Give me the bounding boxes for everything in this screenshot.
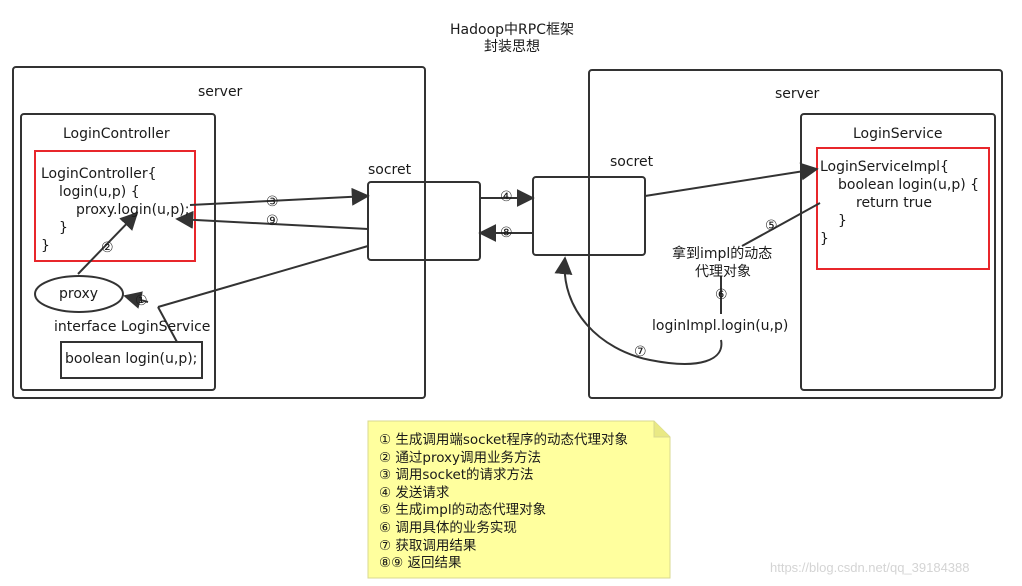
step-8-marker: ⑧ [500,225,513,241]
controller-code-box [34,150,196,262]
login-service-box [800,113,996,391]
arrow-7 [554,256,723,365]
step-9-marker: ⑨ [266,213,279,229]
login-controller-box [20,113,216,391]
impl-call-text: loginImpl.login(u,p) [652,318,789,334]
legend-item: ⑧⑨ 返回结果 [379,555,462,572]
login-service-label: LoginService [853,126,943,142]
arrow-5 [741,202,821,247]
legend-item: ⑥ 调用具体的业务实现 [379,519,517,536]
arrow-1-head [123,291,149,309]
legend-item: ② 通过proxy调用业务方法 [379,449,542,466]
legend-item: ① 生成调用端socket程序的动态代理对象 [379,432,629,448]
right-server-box [588,69,1003,399]
interface-method-box [60,341,203,379]
service-code-line-2: boolean login(u,p) { [838,177,980,193]
note-shape [367,420,671,579]
step-3-marker: ③ [266,194,279,210]
controller-code-line-2: login(u,p) { [59,184,140,200]
service-code-line-5: } [820,231,829,247]
controller-code-line-3: proxy.login(u,p); [76,202,190,218]
service-code-line-1: LoginServiceImpl{ [820,159,949,175]
impl-proxy-text-1: 拿到impl的动态 [672,246,773,262]
legend-note: ① 生成调用端socket程序的动态代理对象 ② 通过proxy调用业务方法 ③… [379,432,628,573]
arrow-9 [175,210,369,230]
interface-label: interface LoginService [54,319,211,335]
service-code-box [816,147,990,270]
legend-item: ④ 发送请求 [379,484,450,501]
step-5-marker: ⑤ [765,218,778,234]
left-socket-label: socret [368,162,412,178]
socket-to-service-line [644,162,819,197]
watermark: https://blog.csdn.net/qq_39184388 [770,560,970,575]
service-code-line-3: return true [856,195,932,211]
right-socket-label: socret [610,154,654,170]
step-4-marker: ④ [500,189,513,205]
login-controller-label: LoginController [63,126,170,142]
impl-proxy-text-2: 代理对象 [695,264,751,280]
legend-item: ③ 调用socket的请求方法 [379,467,534,484]
diagram-title: Hadoop中RPC框架 封装思想 [412,22,612,56]
proxy-ellipse [34,275,124,313]
controller-code-line-5: } [41,238,50,254]
proxy-label: proxy [59,286,99,302]
step-7-marker: ⑦ [634,344,647,360]
step-2-marker: ② [101,240,114,256]
controller-code-line-1: LoginController{ [41,166,157,182]
arrow-1-down [157,245,369,308]
arrow-1-up [157,306,178,343]
step-1-marker: ① [135,293,148,309]
step-6-marker: ⑥ [715,287,728,303]
title-line-1: Hadoop中RPC框架 [450,22,574,38]
arrow-3 [189,187,370,206]
interface-method-label: boolean login(u,p); [65,351,198,367]
right-server-label: server [775,86,820,102]
legend-item: ⑦ 获取调用结果 [379,537,477,554]
arrow-2 [77,211,139,275]
legend-item: ⑤ 生成impl的动态代理对象 [379,502,547,519]
left-server-label: server [198,84,243,100]
left-server-box [12,66,426,399]
left-socket-box [367,181,481,261]
controller-code-line-4: } [59,220,68,236]
title-line-2: 封装思想 [484,39,540,55]
service-code-line-4: } [838,213,847,229]
